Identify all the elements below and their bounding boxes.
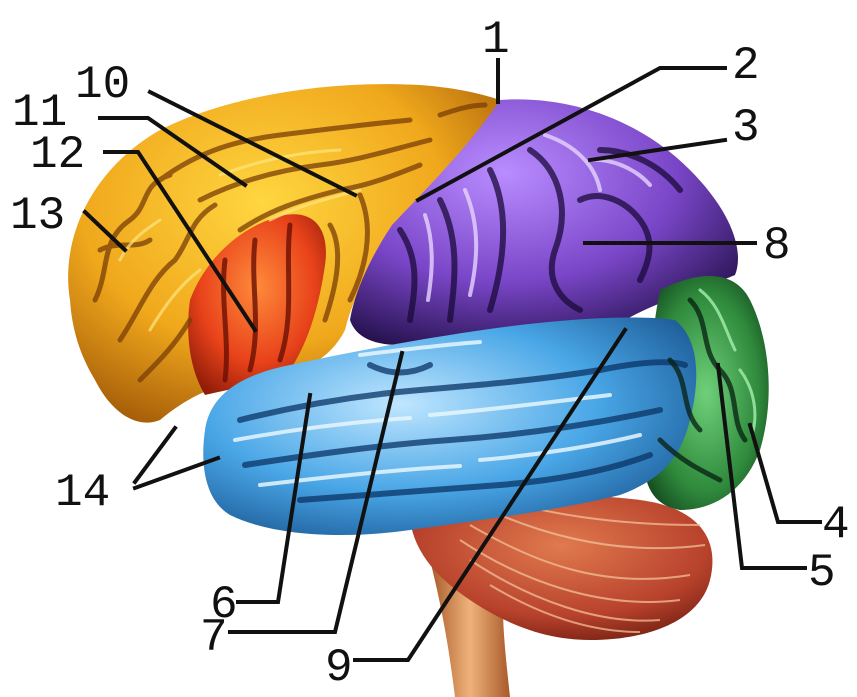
- label-3: 3: [732, 102, 760, 154]
- label-14: 14: [55, 467, 110, 519]
- label-13: 13: [10, 190, 65, 242]
- label-8: 8: [763, 220, 791, 272]
- label-4: 4: [822, 499, 850, 551]
- label-5: 5: [808, 547, 836, 599]
- label-7: 7: [200, 612, 228, 664]
- label-9: 9: [325, 642, 353, 694]
- label-12: 12: [30, 129, 85, 181]
- label-2: 2: [732, 40, 760, 92]
- label-10: 10: [75, 59, 130, 111]
- label-1: 1: [482, 14, 510, 66]
